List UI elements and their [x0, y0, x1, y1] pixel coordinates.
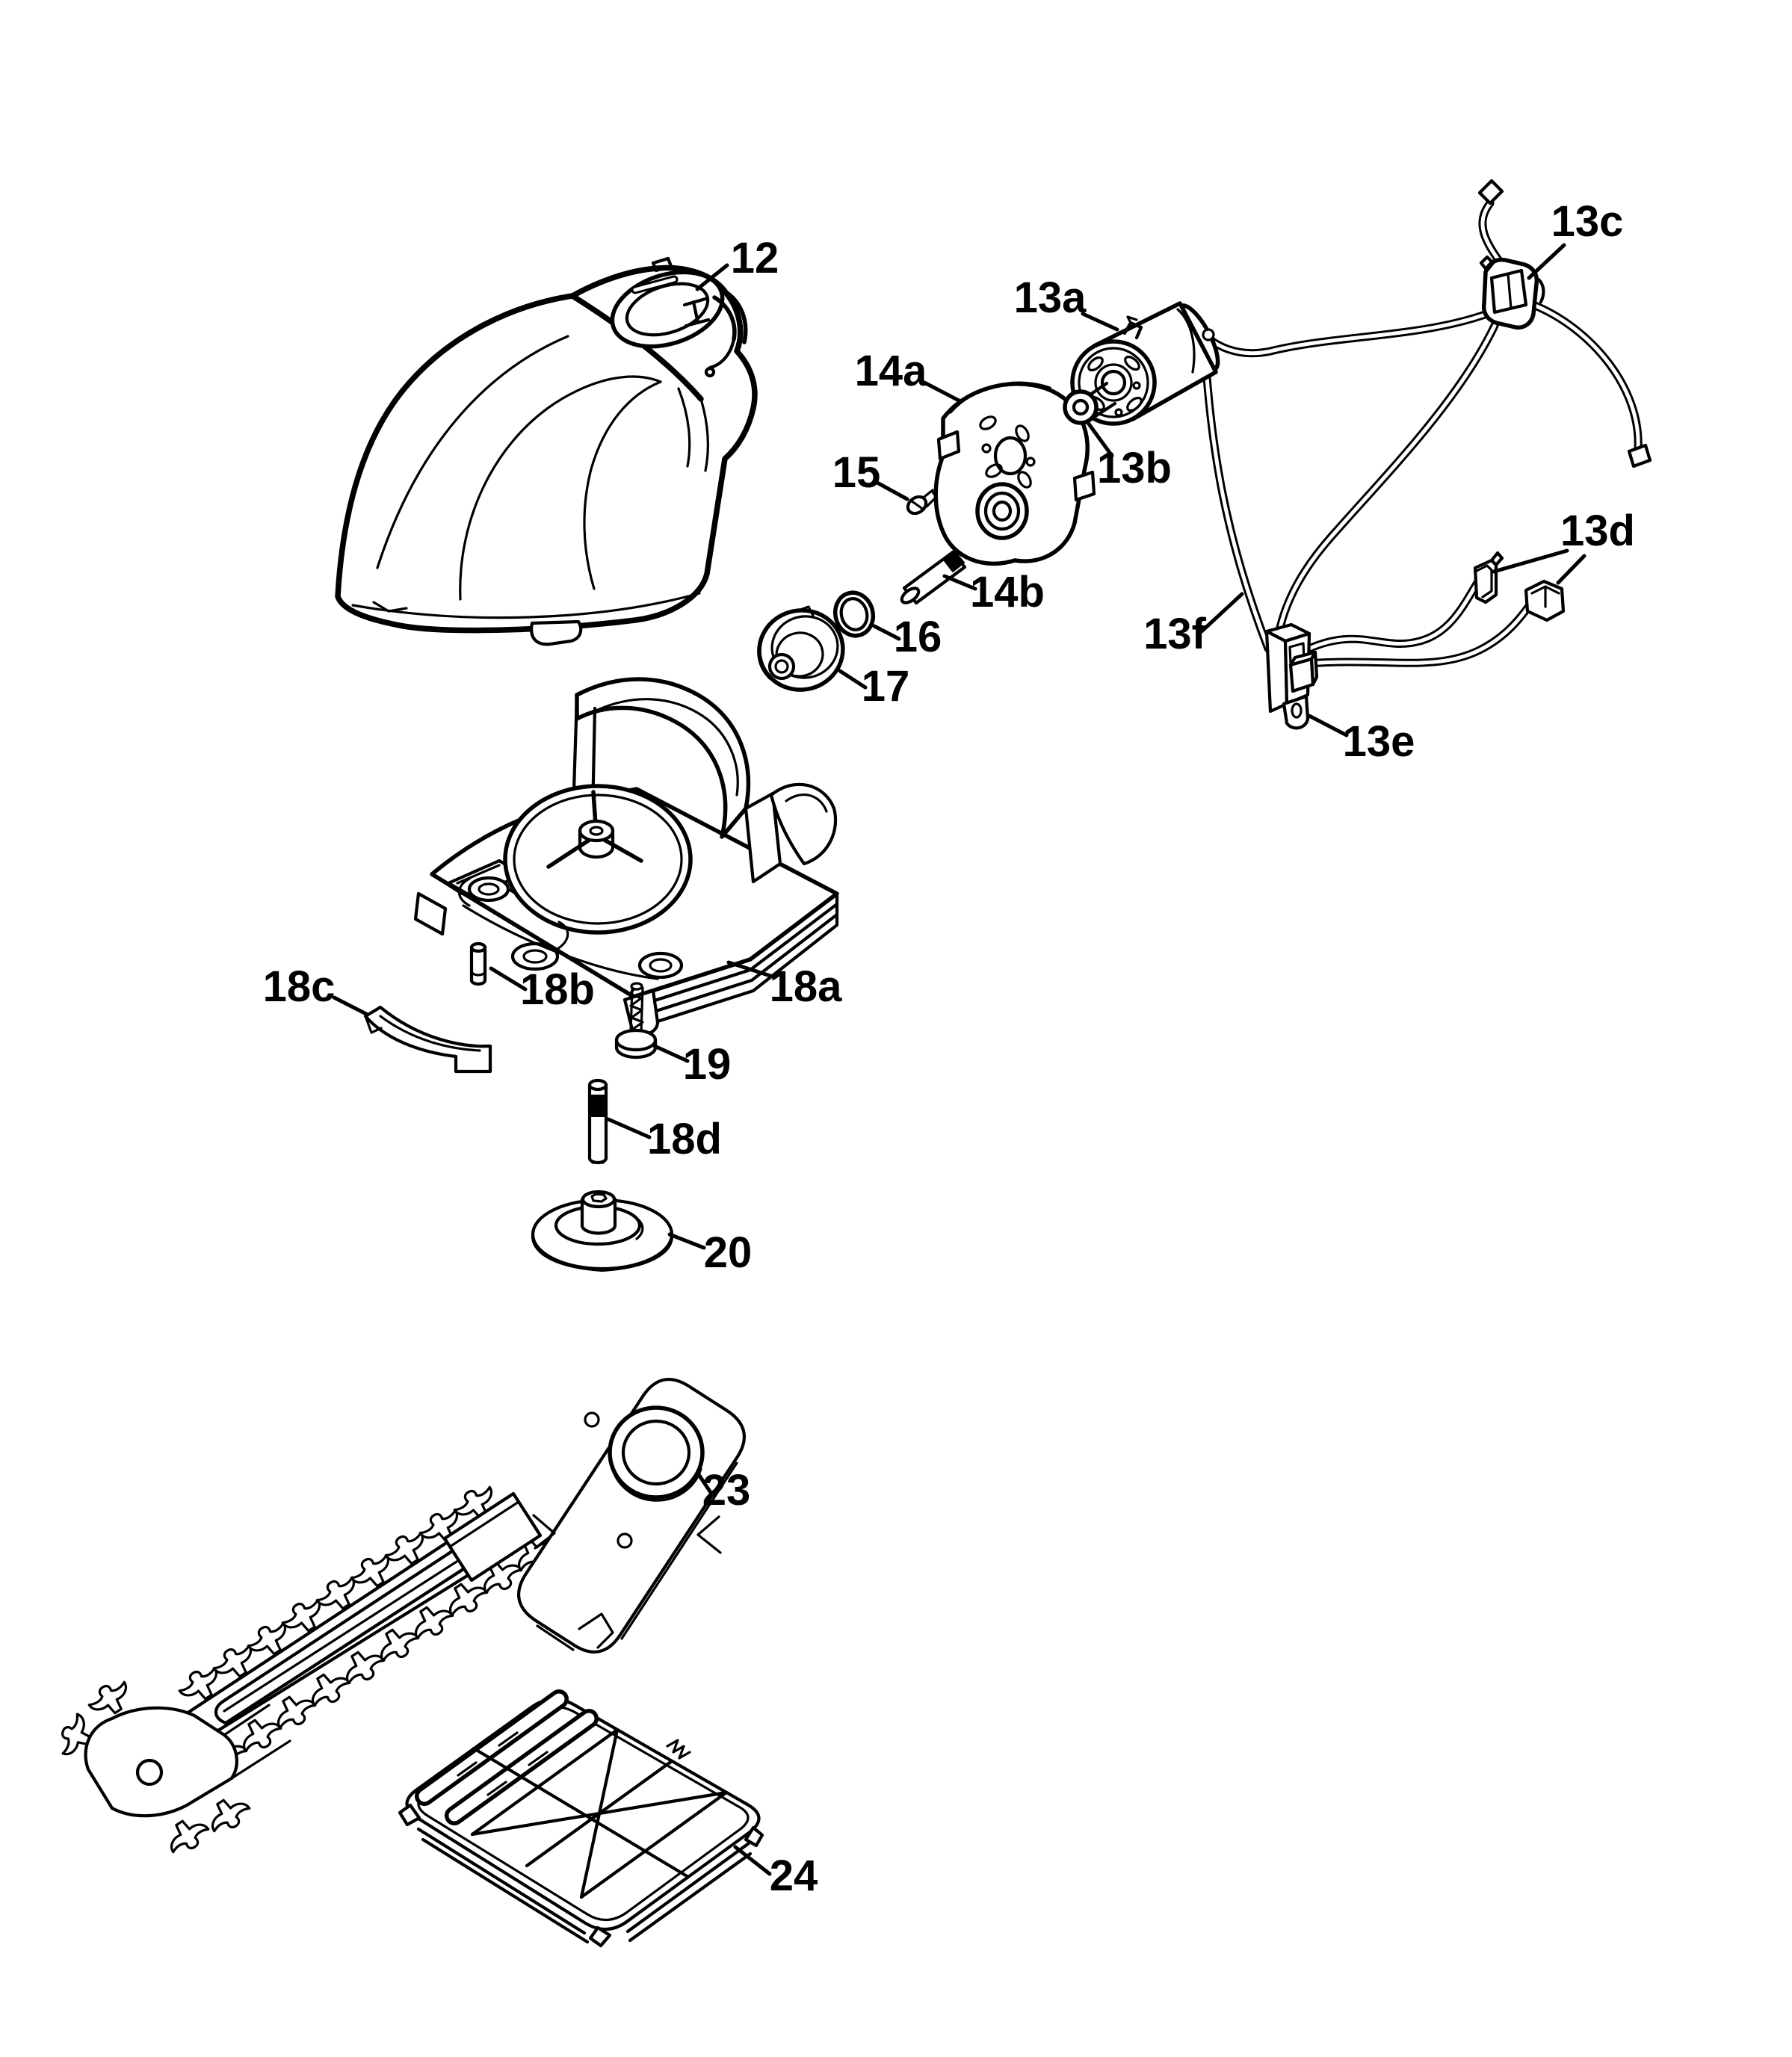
leader-line-13d	[1556, 554, 1586, 585]
part-cam-disc-20	[531, 1190, 674, 1272]
leader-line-13f	[1199, 592, 1244, 634]
part-label-19: 19	[683, 1040, 732, 1089]
part-oring-16	[832, 590, 876, 638]
leader-line-18c	[332, 995, 370, 1017]
part-label-13f: 13f	[1143, 610, 1207, 658]
part-label-18b: 18b	[520, 965, 595, 1014]
part-motor-mount-plate-14a	[933, 381, 1096, 566]
part-pin-14b	[900, 550, 967, 605]
part-label-16: 16	[894, 613, 942, 661]
part-label-13c: 13c	[1551, 197, 1624, 246]
part-label-13d: 13d	[1560, 507, 1635, 555]
leader-line-19	[652, 1044, 690, 1063]
part-label-18d: 18d	[647, 1115, 722, 1163]
leader-line-20	[667, 1232, 706, 1250]
part-motor-13a	[1070, 301, 1220, 426]
leader-line-18d	[606, 1117, 652, 1139]
housing-collar	[610, 256, 748, 378]
part-label-18a: 18a	[770, 962, 843, 1011]
leader-line-14b	[942, 574, 977, 591]
part-switch-13e	[1264, 622, 1319, 730]
part-blade-guide-18c	[363, 1005, 492, 1074]
leader-line-13c	[1527, 243, 1566, 280]
leader-line-13d	[1492, 548, 1569, 574]
part-label-13e: 13e	[1343, 717, 1415, 766]
leader-line-13a	[1081, 312, 1119, 332]
part-label-12: 12	[731, 234, 779, 282]
part-upper-housing-cover-12	[335, 256, 758, 646]
part-label-13a: 13a	[1014, 273, 1087, 322]
part-blade-assembly-23	[55, 1377, 747, 1860]
part-label-17: 17	[862, 662, 910, 711]
leader-line-17	[838, 669, 868, 690]
blade-sleeve	[442, 1491, 543, 1583]
part-screw-19	[614, 982, 658, 1060]
leader-line-14a	[922, 380, 961, 403]
part-label-20: 20	[704, 1228, 753, 1277]
part-label-18c: 18c	[263, 962, 336, 1011]
blade-teeth-upper	[174, 1479, 503, 1710]
leader-line-24	[733, 1845, 772, 1876]
leader-line-13e	[1307, 714, 1349, 737]
blade-tip-plate	[55, 1674, 291, 1860]
leader-line-18b	[489, 966, 528, 992]
part-wire-harness-13f	[1200, 179, 1652, 668]
leader-line-16	[872, 624, 901, 641]
part-label-14b: 14b	[970, 568, 1045, 616]
leader-line-15	[874, 480, 909, 501]
wire-terminal	[1477, 179, 1504, 205]
part-terminal-clips-13d	[1473, 551, 1566, 622]
part-label-24: 24	[770, 1852, 818, 1900]
part-screw-15	[906, 489, 938, 516]
leader-line-12	[695, 263, 729, 291]
blade-rear-plate	[516, 1377, 747, 1654]
leader-line-18a	[726, 960, 777, 980]
part-connector-13c	[1479, 255, 1545, 330]
part-label-15: 15	[832, 448, 881, 497]
part-label-14a: 14a	[855, 347, 928, 395]
part-label-23: 23	[702, 1466, 751, 1515]
part-gearbox-base-18a	[413, 677, 839, 1036]
part-dowel-pin-18b	[469, 941, 487, 986]
part-bottom-cover-24	[398, 1689, 764, 1948]
part-pinion-13b	[1063, 381, 1117, 425]
part-bearing-cup-17	[757, 605, 845, 692]
leader-line-23	[696, 1471, 712, 1494]
part-label-13b: 13b	[1097, 444, 1172, 492]
part-shaft-stud-18d	[587, 1078, 608, 1165]
leader-line-13b	[1086, 421, 1114, 458]
wire-terminal	[1627, 443, 1652, 468]
